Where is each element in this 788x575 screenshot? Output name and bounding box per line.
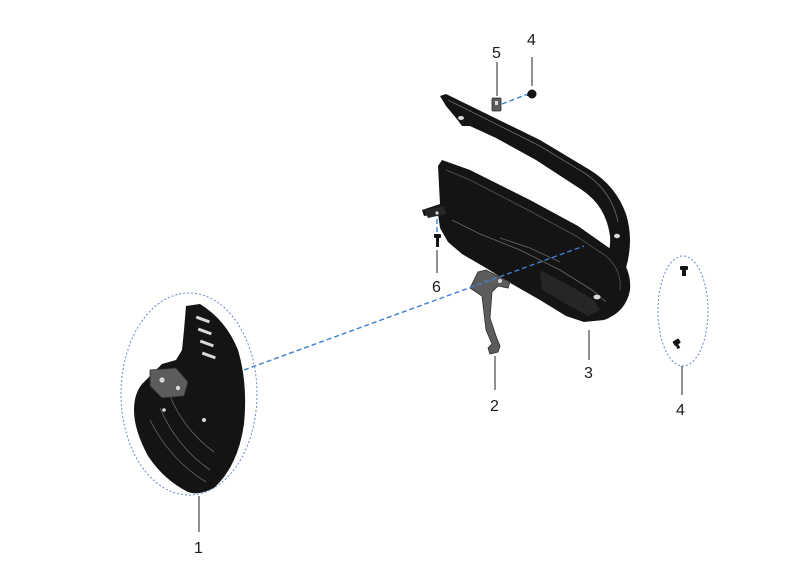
screw-4-right-a: [680, 266, 688, 276]
callout-6: 6: [432, 279, 441, 296]
screw-4-top: [527, 89, 537, 99]
clip-nut-5: [491, 97, 502, 112]
callout-3: 3: [584, 365, 593, 382]
screw-6: [434, 234, 441, 247]
chain-guard-assembly: [422, 94, 631, 322]
group-ellipse-screws-4: [657, 255, 709, 367]
screw-4-right-b: [672, 338, 681, 350]
callout-2: 2: [490, 398, 499, 415]
callout-4-right: 4: [676, 402, 685, 419]
bracket-2: [469, 269, 511, 355]
callout-5: 5: [492, 45, 501, 62]
group-ellipse-part-1: [120, 292, 258, 496]
callout-4-top: 4: [527, 32, 536, 49]
disc-guard-1: [134, 304, 246, 494]
callout-1: 1: [194, 540, 203, 557]
